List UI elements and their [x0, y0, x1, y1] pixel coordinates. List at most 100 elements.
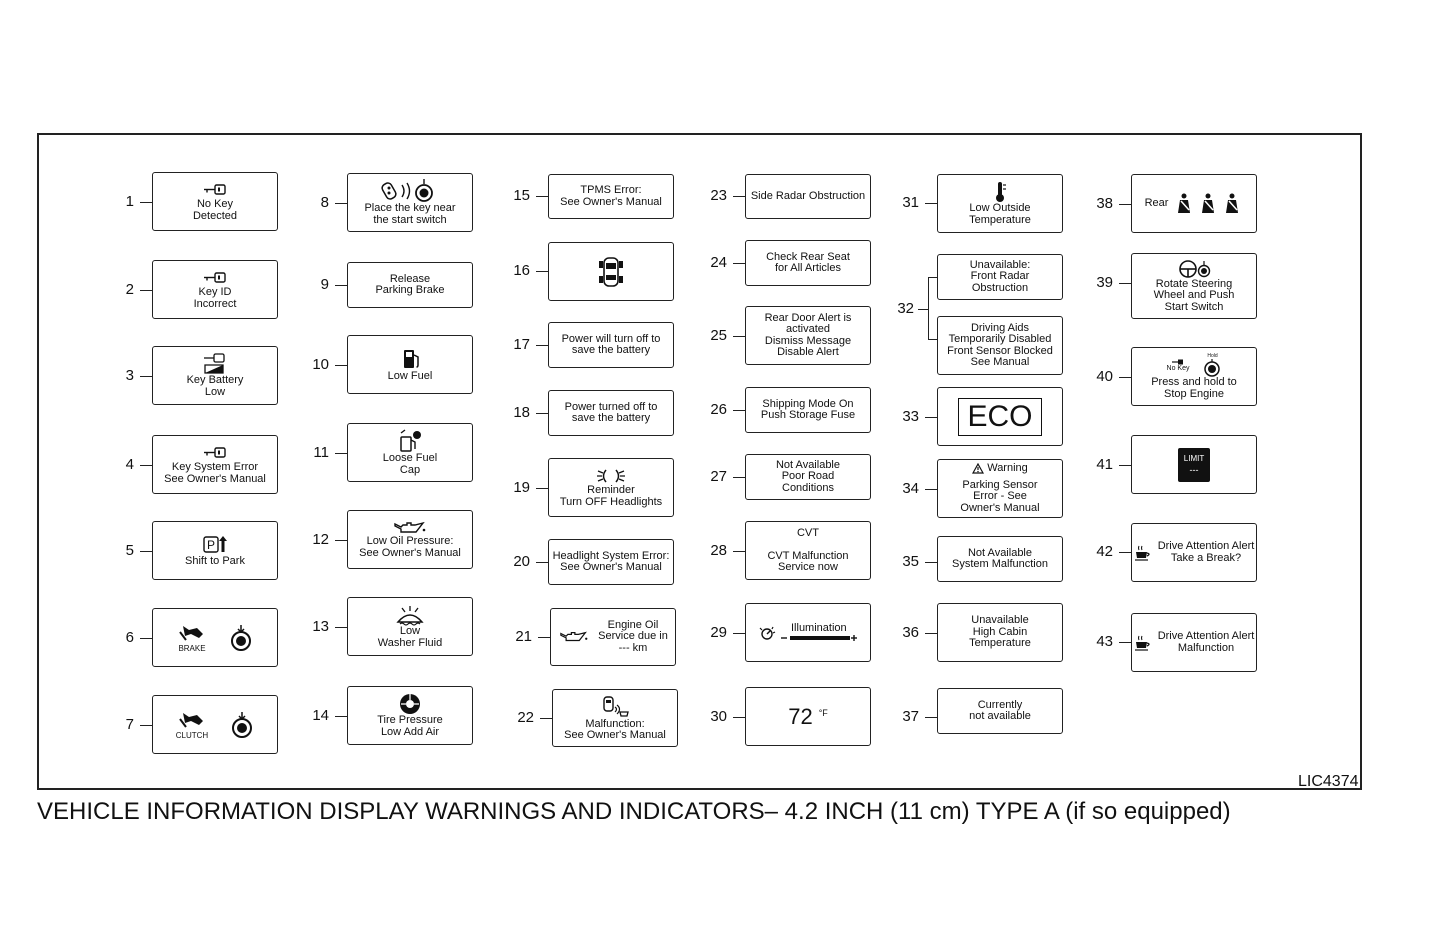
indicator-tire-position [548, 242, 674, 301]
leader-line [536, 196, 548, 197]
indicator-text: Low Outside Temperature [969, 202, 1031, 226]
indicator-text: CVT CVT Malfunction Service now [767, 526, 849, 573]
foot-pedal-icon [179, 626, 203, 641]
leader-line [335, 285, 347, 286]
indicator-text: Drive Attention Alert Take a Break? [1157, 540, 1255, 564]
indicator-shipping-mode: Shipping Mode On Push Storage Fuse [745, 387, 871, 433]
vehicle-tires-icon [599, 256, 623, 287]
item-number: 12 [312, 531, 329, 548]
item-number: 29 [710, 624, 727, 641]
indicator-engine-oil-service: Engine Oil Service due in --- km [550, 608, 676, 666]
indicator-place-key-near-switch: Place the key near the start switch [347, 173, 473, 232]
indicator-no-key-detected: No Key Detected [152, 172, 278, 231]
leader-line [733, 196, 745, 197]
item-number: 9 [320, 276, 329, 293]
indicator-low-outside-temperature: Low Outside Temperature [937, 174, 1063, 233]
indicator-key-battery-low: Key Battery Low [152, 346, 278, 405]
indicator-text: Press and hold to Stop Engine [1151, 376, 1237, 400]
item-number: 18 [513, 404, 530, 421]
illumination-dial-icon [759, 626, 776, 640]
item-number: 26 [710, 401, 727, 418]
leader-line [1119, 204, 1131, 205]
item-number: 3 [125, 367, 134, 384]
indicator-key-id-incorrect: Key ID Incorrect [152, 260, 278, 319]
leader-line [140, 376, 152, 377]
indicator-text: Key System Error See Owner's Manual [164, 461, 266, 485]
indicator-text: TPMS Error: See Owner's Manual [560, 184, 662, 208]
leader-line [925, 203, 937, 204]
item-number: 22 [517, 709, 534, 726]
item-number: 4 [125, 456, 134, 473]
key-icon [204, 447, 226, 458]
item-number: 1 [125, 193, 134, 210]
temperature-unit: °F [818, 707, 828, 718]
item-number: 10 [312, 356, 329, 373]
limit-value: --- [1189, 464, 1199, 475]
item-number: 41 [1096, 456, 1113, 473]
indicator-text: Key ID Incorrect [193, 286, 237, 310]
leader-line [733, 336, 745, 337]
indicator-text: Power turned off to save the battery [564, 400, 658, 424]
leader-line [733, 263, 745, 264]
indicator-temperature-display: 72 °F [745, 687, 871, 746]
indicator-text: Not Available System Malfunction [952, 546, 1048, 570]
indicator-text: Rear [1144, 196, 1169, 209]
item-number: 11 [313, 444, 329, 461]
item-number: 32 [897, 300, 914, 317]
leader-line [140, 638, 152, 639]
oil-can-icon [560, 631, 588, 642]
leader-line [335, 203, 347, 204]
hold-label: Hold [1207, 353, 1218, 359]
temperature-value: 72 [788, 703, 813, 729]
leader-line [1119, 377, 1131, 378]
item-number: 30 [710, 708, 727, 725]
indicator-text: Not Available Poor Road Conditions [775, 458, 840, 494]
indicator-loose-fuel-cap: Loose Fuel Cap [347, 423, 473, 482]
leader-line [540, 718, 552, 719]
item-number: 31 [902, 194, 919, 211]
leader-line [1119, 283, 1131, 284]
indicator-key-system-error: Key System Error See Owner's Manual [152, 435, 278, 494]
figure-code: LIC4374 [1298, 773, 1359, 790]
indicator-text: No Key Detected [192, 198, 238, 222]
indicator-rear-seatbelt: Rear [1131, 174, 1257, 233]
indicator-check-rear-seat: Check Rear Seat for All Articles [745, 240, 871, 286]
fuel-pump-icon [404, 349, 419, 368]
indicator-text: Driving Aids Temporarily Disabled Front … [947, 321, 1053, 368]
indicator-text: Reminder Turn OFF Headlights [559, 484, 663, 508]
indicator-eco: ECO [937, 387, 1063, 446]
leader-line [538, 637, 550, 638]
item-number: 34 [902, 480, 919, 497]
indicator-text: Low Fuel [387, 369, 433, 382]
leader-line [536, 488, 548, 489]
no-key-label: No Key [1166, 364, 1190, 372]
item-number: 14 [312, 707, 329, 724]
indicator-text: Key Battery Low [186, 374, 244, 398]
item-number: 13 [312, 618, 329, 635]
start-button-icon [232, 711, 253, 738]
illumination-level-bar [781, 635, 857, 642]
leader-line [733, 410, 745, 411]
indicator-cvt-malfunction: CVT CVT Malfunction Service now [745, 521, 871, 580]
start-button-icon [231, 624, 251, 651]
leader-line [1119, 642, 1131, 643]
indicator-system-malfunction: Not Available System Malfunction [937, 536, 1063, 582]
indicator-driving-aids-disabled: Driving Aids Temporarily Disabled Front … [937, 316, 1063, 375]
indicator-text: Check Rear Seat for All Articles [766, 250, 850, 274]
item-number: 16 [513, 262, 530, 279]
warning-triangle-icon [972, 463, 985, 474]
start-button-icon [1204, 359, 1221, 377]
item-number: 37 [902, 708, 919, 725]
indicator-text: Unavailable High Cabin Temperature [969, 614, 1031, 650]
indicator-press-hold-stop-engine: No Key Hold Press and hold to Stop Engin… [1131, 347, 1257, 406]
leader-line [733, 551, 745, 552]
leader-line [536, 413, 548, 414]
key-icon [204, 184, 226, 195]
indicator-shift-to-park: P Shift to Park [152, 521, 278, 580]
indicator-speed-limit: LIMIT --- [1131, 435, 1257, 494]
item-number: 42 [1096, 543, 1113, 560]
item-number: 23 [710, 187, 727, 204]
leader-line [733, 477, 745, 478]
fob-to-switch-icon [381, 179, 433, 202]
indicator-text: Release Parking Brake [375, 272, 445, 296]
